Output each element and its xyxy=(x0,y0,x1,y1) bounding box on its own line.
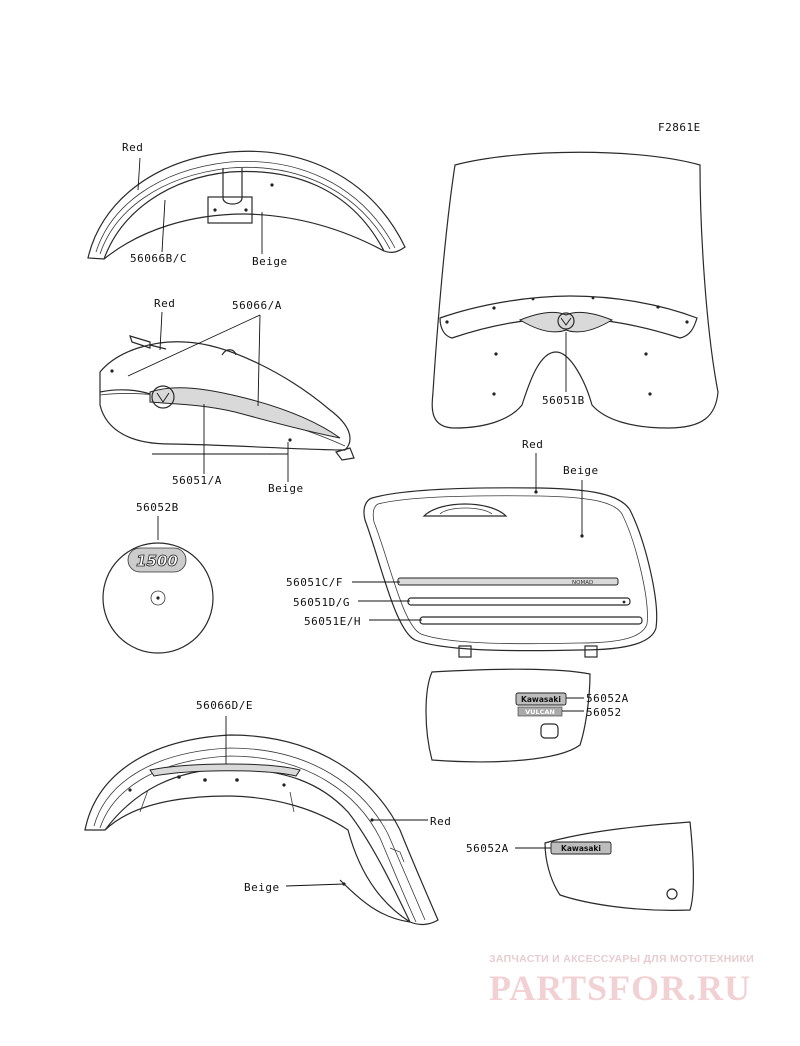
rear-fender-callouts: 56066D/E Red Beige xyxy=(196,699,451,894)
front-fender-part-label: 56066B/C xyxy=(130,252,187,265)
rear-fender-red-label: Red xyxy=(430,815,451,828)
saddlebag-callouts: Red Beige 56051C/F 56051D/G 56051E/H xyxy=(286,438,599,628)
side-cover-part-a-label: 56052A xyxy=(586,692,629,705)
side-cover2-part-label: 56052A xyxy=(466,842,509,855)
side-cover-2-callout: 56052A xyxy=(466,842,551,855)
watermark: ЗАПЧАСТИ И АКСЕССУАРЫ ДЛЯ МОТОТЕХНИКИ PA… xyxy=(489,953,754,1008)
saddlebag-cf-label: 56051C/F xyxy=(286,576,343,589)
front-fender-beige-label: Beige xyxy=(252,255,288,268)
front-fender xyxy=(87,150,406,260)
tank-stripe-part-label: 56066/A xyxy=(232,299,282,312)
side-cover-part-label: 56052 xyxy=(586,706,622,719)
tank-emblem-part-label: 56051/A xyxy=(172,474,222,487)
side-cover-model: VULCAN xyxy=(525,708,555,716)
saddlebag-stripe-text: NOMAD xyxy=(572,580,593,586)
tank-beige-label: Beige xyxy=(268,482,304,495)
fuel-tank xyxy=(99,335,355,461)
windshield xyxy=(431,151,719,429)
saddlebag-red-label: Red xyxy=(522,438,543,451)
badge-text: 1500 xyxy=(136,552,178,570)
badge-56052b: 56052B 1500 xyxy=(102,501,214,654)
windshield-part-label: 56051B xyxy=(542,394,585,407)
side-cover2-brand: Kawasaki xyxy=(561,844,601,853)
rear-fender xyxy=(84,734,439,926)
side-cover-1-callouts: 56052A 56052 xyxy=(562,692,629,719)
side-cover-brand: Kawasaki xyxy=(521,695,561,704)
saddlebag-eh-label: 56051E/H xyxy=(304,615,361,628)
watermark-title: PARTSFOR.RU xyxy=(489,968,751,1008)
fuel-tank-callouts: Red 56066/A 56051/A Beige xyxy=(127,297,304,495)
rear-fender-beige-label: Beige xyxy=(244,881,280,894)
saddlebag-beige-label: Beige xyxy=(563,464,599,477)
side-cover-2: Kawasaki xyxy=(544,821,694,911)
front-fender-callouts: Red 56066B/C Beige xyxy=(122,141,288,268)
front-fender-red-label: Red xyxy=(122,141,143,154)
tank-red-label: Red xyxy=(154,297,175,310)
badge-part-label: 56052B xyxy=(136,501,179,514)
rear-fender-part-label: 56066D/E xyxy=(196,699,253,712)
windshield-callout: 56051B xyxy=(542,332,585,407)
side-cover-1: Kawasaki VULCAN xyxy=(425,668,591,763)
saddlebag-dg-label: 56051D/G xyxy=(293,596,350,609)
figure-code: F2861E xyxy=(658,121,701,134)
saddlebag: NOMAD xyxy=(363,487,658,658)
watermark-subtitle: ЗАПЧАСТИ И АКСЕССУАРЫ ДЛЯ МОТОТЕХНИКИ xyxy=(489,953,754,965)
